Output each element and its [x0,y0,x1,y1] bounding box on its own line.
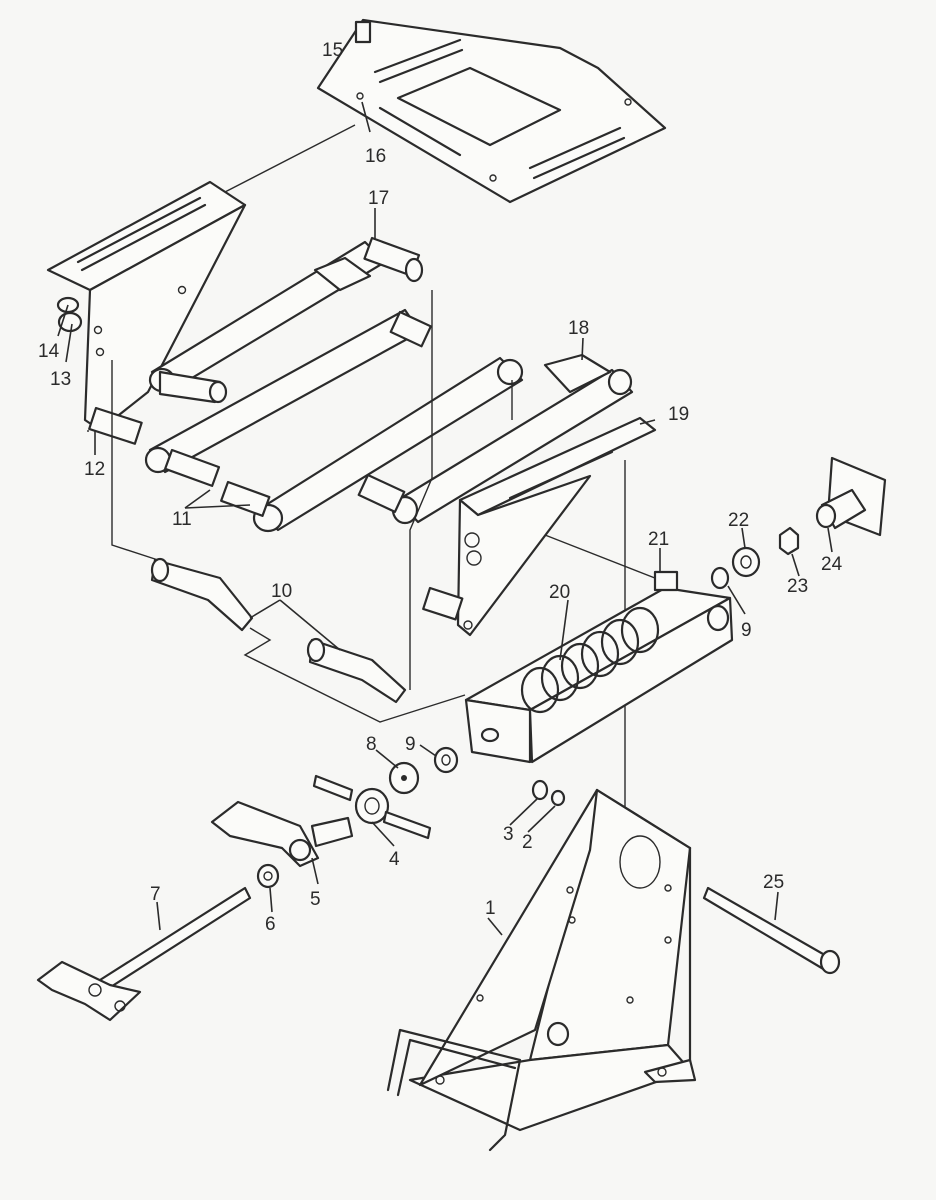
tie-rod-7 [36,886,252,1022]
callout-2: 2 [522,832,533,853]
washer-6 [256,863,280,889]
washer-8 [388,761,420,795]
leader-lines [57,101,833,936]
washer-22 [731,546,761,578]
top-plate [316,18,667,204]
spring-housing [464,570,734,764]
callout-14: 14 [38,341,60,362]
callout-7: 7 [150,884,161,905]
long-bolt-25 [702,886,841,975]
washer-9-right [710,566,730,590]
nut-and-washer-13-14 [56,296,83,333]
middle-arm-pair [144,308,524,533]
left-pin [88,406,143,445]
callout-18: 18 [568,318,589,339]
nut-23 [778,526,800,556]
washer-9-center [433,746,459,774]
callout-15: 15 [322,40,343,61]
lower-arm-with-bracket [357,353,634,525]
eye-bolt-4 [312,774,432,840]
callout-9-right: 9 [741,620,752,641]
lever-5 [210,800,354,868]
nuts-2-3 [531,779,566,807]
callout-13: 13 [50,369,71,390]
callout-16: 16 [365,146,386,167]
coil-spring [520,606,660,714]
callout-23: 23 [787,576,808,597]
callout-12: 12 [84,459,105,480]
callout-24: 24 [821,554,843,575]
callout-8: 8 [366,734,377,755]
upper-arm-assembly [148,236,424,404]
callout-1: 1 [485,898,496,919]
callout-4: 4 [389,849,400,870]
callout-11: 11 [172,509,192,530]
callout-17: 17 [368,188,389,209]
right-side-bracket [422,416,657,637]
eyelet-pins [150,557,407,704]
callout-5: 5 [310,889,321,910]
callout-20: 20 [549,582,570,603]
top-bolt [354,20,372,44]
callout-3: 3 [503,824,514,845]
callout-25: 25 [763,872,784,893]
callout-21: 21 [648,529,669,550]
base-frame [386,788,697,1152]
callout-6: 6 [265,914,276,935]
callout-10: 10 [271,581,292,602]
buffer-24 [815,456,887,537]
callout-labels: 1 2 3 4 5 6 7 8 9 9 10 11 12 13 14 15 16… [38,40,843,935]
callout-9-center: 9 [405,734,416,755]
callout-19: 19 [668,404,689,425]
callout-22: 22 [728,510,749,531]
left-side-bracket [46,180,247,432]
